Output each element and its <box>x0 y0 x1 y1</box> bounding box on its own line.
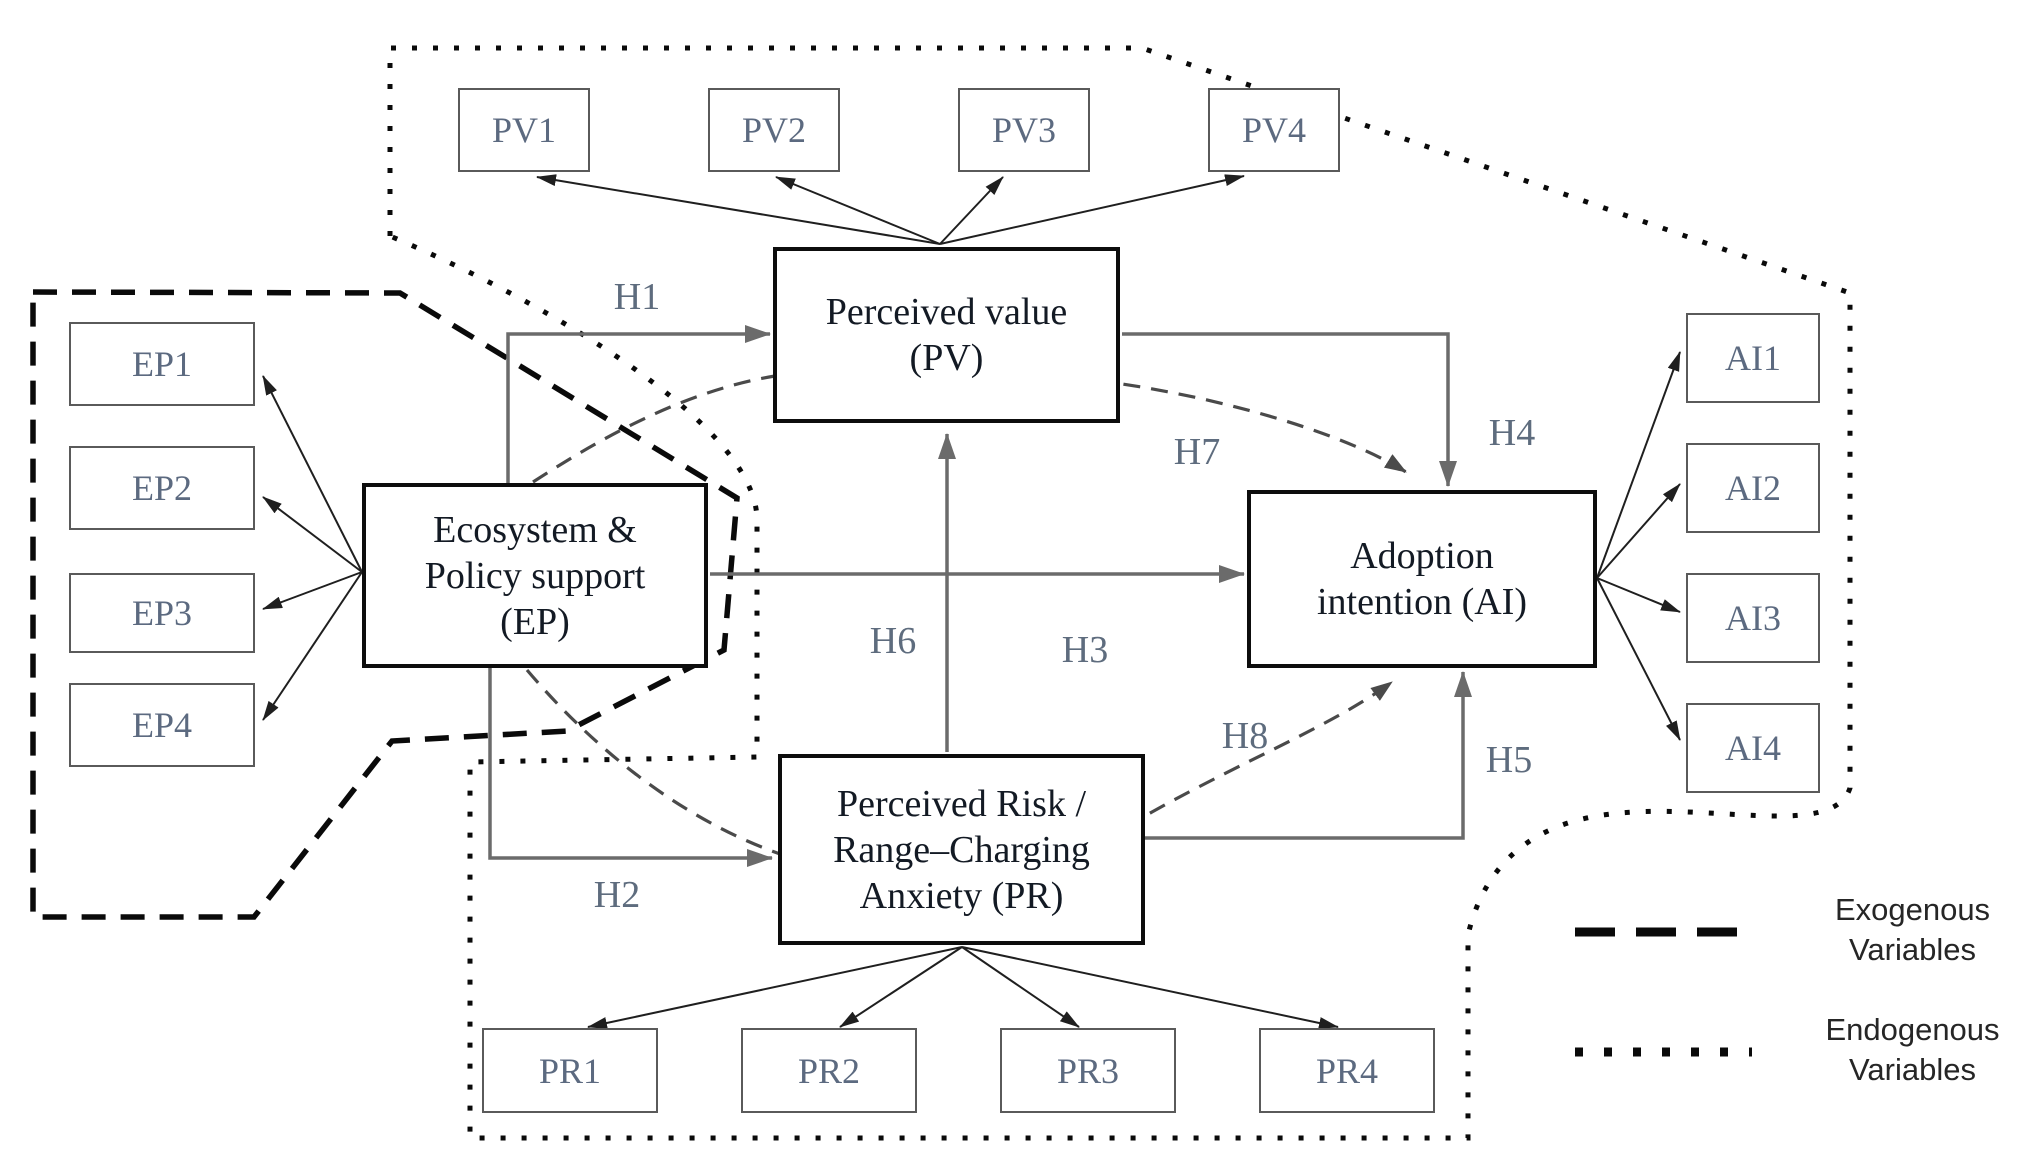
legend-exogenous-label: Exogenous Variables <box>1800 890 2025 970</box>
ai-loading-arrows <box>1596 351 1681 741</box>
indicator-ai1: AI1 <box>1686 313 1820 403</box>
hypothesis-label-h5: H5 <box>1485 739 1533 781</box>
ep-loading-arrows <box>262 375 363 721</box>
indicator-pr2-label: PR2 <box>797 1050 861 1091</box>
legend-exogenous-line1: Exogenous <box>1834 892 1991 927</box>
ai1-loading-arrow <box>1596 351 1681 579</box>
indicator-ai2-label: AI2 <box>1725 468 1781 508</box>
hypothesis-label-h1: H1 <box>613 276 661 318</box>
indicator-ai1-label: AI1 <box>1725 338 1781 378</box>
legend-endogenous-line2: Variables <box>1849 1052 1976 1087</box>
indicator-pr1: PR1 <box>482 1028 658 1113</box>
hypothesis-label-h6: H6 <box>869 620 917 662</box>
indicator-pv2-label: PV2 <box>741 110 807 150</box>
indicator-ep4: EP4 <box>69 683 255 767</box>
construct-ep-line2: Policy support <box>424 554 646 597</box>
ep1-loading-arrow <box>262 375 363 573</box>
indicator-ai2: AI2 <box>1686 443 1820 533</box>
construct-ai-line1: Adoption <box>1350 535 1494 577</box>
indicator-ep1-label: EP1 <box>131 344 192 384</box>
path-h4 <box>1122 332 1457 487</box>
indicator-pr2: PR2 <box>741 1028 917 1113</box>
legend-exogenous-line2: Variables <box>1849 932 1976 967</box>
construct-pr-line2: Range–Charging <box>833 828 1090 871</box>
ai4-loading-arrow <box>1596 577 1681 741</box>
indicator-pr3-label: PR3 <box>1056 1050 1120 1091</box>
pv3-loading-arrow <box>939 176 1004 245</box>
ep4-loading-arrow <box>262 571 363 721</box>
indicator-ai4: AI4 <box>1686 703 1820 793</box>
legend-endogenous-label: Endogenous Variables <box>1795 1010 2030 1090</box>
pv4-loading-arrow <box>939 174 1245 245</box>
hypothesis-label-h8: H8 <box>1221 715 1269 757</box>
indicator-pr1-label: PR1 <box>538 1050 602 1091</box>
indicator-pv1: PV1 <box>458 88 590 172</box>
indicator-pr3: PR3 <box>1000 1028 1176 1113</box>
indicator-pv1-label: PV1 <box>491 110 557 150</box>
indicator-ep4-label: EP4 <box>131 705 192 745</box>
indicator-ai3: AI3 <box>1686 573 1820 663</box>
indicator-ep2: EP2 <box>69 446 255 530</box>
indicator-pr4: PR4 <box>1259 1028 1435 1113</box>
indicator-pr4-label: PR4 <box>1315 1050 1379 1091</box>
path-h1 <box>506 325 771 483</box>
indicator-pv4: PV4 <box>1208 88 1340 172</box>
path-h7-dashed <box>532 364 1407 484</box>
hypothesis-label-h4: H4 <box>1488 412 1536 454</box>
path-h5 <box>1145 671 1472 840</box>
pv1-loading-arrow <box>536 174 941 245</box>
pv-loading-arrows <box>536 174 1245 245</box>
hypothesis-label-h3: H3 <box>1061 629 1109 671</box>
pv2-loading-arrow <box>775 176 941 245</box>
pr2-loading-arrow <box>839 946 963 1028</box>
indicator-pv2: PV2 <box>708 88 840 172</box>
ep2-loading-arrow <box>262 496 363 573</box>
indicator-ai4-label: AI4 <box>1725 728 1781 768</box>
construct-pv-line1: Perceived value <box>825 291 1068 333</box>
ai3-loading-arrow <box>1596 577 1681 613</box>
construct-ai-line2: intention (AI) <box>1316 581 1527 623</box>
indicator-ep2-label: EP2 <box>131 468 192 508</box>
pr-loading-arrows <box>587 946 1339 1029</box>
indicator-ep3-label: EP3 <box>131 593 192 633</box>
indicator-ep1: EP1 <box>69 322 255 406</box>
indicator-ep3: EP3 <box>69 573 255 653</box>
indicator-pv4-label: PV4 <box>1241 110 1307 150</box>
indicator-pv3-label: PV3 <box>991 110 1057 150</box>
indicator-pv3: PV3 <box>958 88 1090 172</box>
path-h2 <box>488 668 773 867</box>
ai2-loading-arrow <box>1596 483 1681 579</box>
pr1-loading-arrow <box>587 946 963 1029</box>
construct-pr-line3: Anxiety (PR) <box>859 874 1064 917</box>
construct-ai: Adoption intention (AI) <box>1247 490 1597 668</box>
construct-ep-line3: (EP) <box>500 600 570 643</box>
legend-endogenous-line1: Endogenous <box>1825 1012 2000 1047</box>
hypothesis-label-h7: H7 <box>1173 431 1221 473</box>
construct-pr-line1: Perceived Risk / <box>836 782 1087 825</box>
construct-pv: Perceived value (PV) <box>773 247 1120 423</box>
construct-ep-line1: Ecosystem & <box>433 508 637 551</box>
pr3-loading-arrow <box>961 946 1080 1028</box>
construct-pr: Perceived Risk / Range–Charging Anxiety … <box>778 754 1145 945</box>
hypothesis-label-h2: H2 <box>593 874 641 916</box>
pr4-loading-arrow <box>961 946 1339 1029</box>
ep3-loading-arrow <box>262 571 363 610</box>
indicator-ai3-label: AI3 <box>1725 598 1781 638</box>
construct-ep: Ecosystem & Policy support (EP) <box>362 483 708 668</box>
construct-pv-line2: (PV) <box>909 337 984 379</box>
